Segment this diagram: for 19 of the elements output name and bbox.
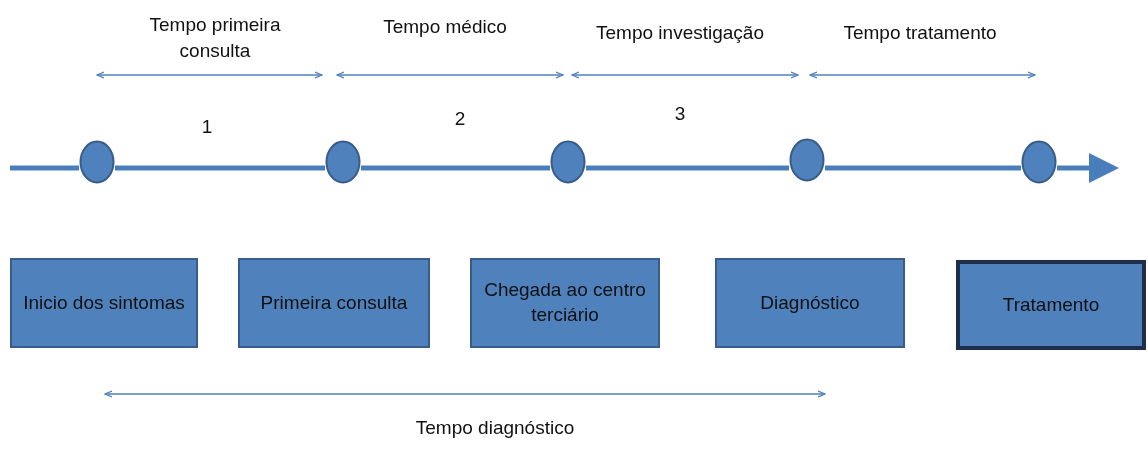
step-number: 3 [673, 102, 687, 126]
step-number: 2 [453, 107, 467, 131]
stage-box: Primeira consulta [238, 258, 430, 348]
stage-box: Chegada ao centro terciário [470, 258, 660, 348]
interval-label: Tempo primeira consulta [148, 13, 282, 63]
interval-label: Tempo diagnóstico [414, 416, 576, 440]
interval-label: Tempo médico [382, 15, 508, 39]
timeline-arrow [1057, 153, 1119, 183]
milestone-circle [550, 140, 586, 184]
step-number: 1 [200, 115, 214, 139]
milestone-circle [1021, 140, 1057, 184]
interval-label: Tempo tratamento [842, 21, 998, 45]
milestone-circle [325, 140, 361, 184]
milestone-circle [789, 138, 825, 182]
milestone-circle [79, 140, 115, 184]
stage-box: Tratamento [956, 260, 1146, 350]
stage-box: Diagnóstico [715, 258, 905, 348]
interval-label: Tempo investigação [595, 21, 765, 45]
stage-box: Inicio dos sintomas [10, 258, 198, 348]
